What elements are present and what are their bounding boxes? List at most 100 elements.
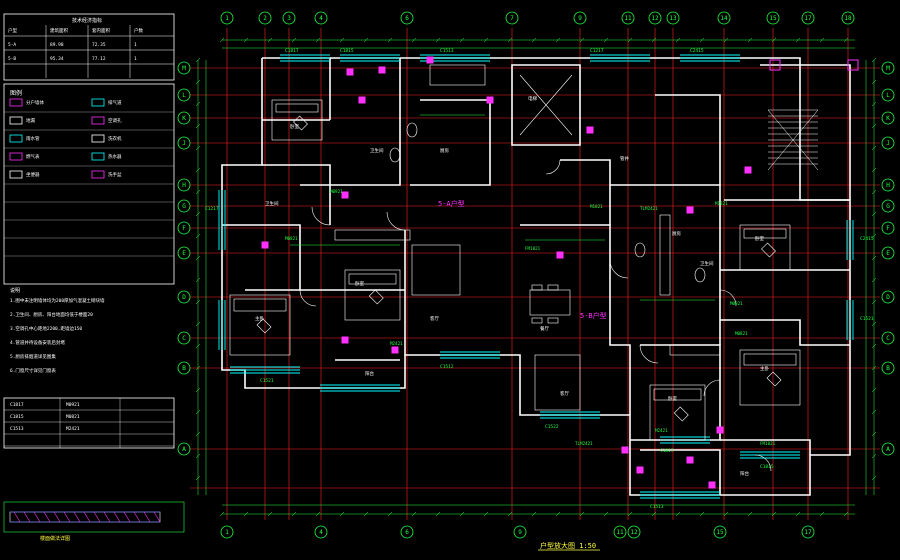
axis-bubble-right (881, 246, 895, 260)
table-cell: 建筑面积 (50, 27, 68, 34)
axis-label-top: 1 (225, 15, 229, 22)
axis-label-right: D (886, 294, 890, 301)
axis-label-top: 13 (669, 15, 677, 22)
axis-bubble-right (881, 290, 895, 304)
axis-label-right: L (886, 92, 890, 99)
pillow (743, 353, 797, 366)
dim-tick (871, 145, 877, 151)
dim-tick (291, 37, 297, 43)
dim-tick (531, 37, 537, 43)
axis-bubble-left (177, 88, 191, 102)
wall-segment (520, 224, 631, 415)
dim-tick (871, 321, 877, 327)
walls (221, 57, 851, 496)
sofa (334, 229, 411, 241)
axis-label-top: 12 (651, 15, 659, 22)
legend-symbol (91, 170, 105, 179)
axis-label-right: B (886, 365, 890, 372)
equipment-marker (378, 66, 386, 74)
table-cell: 户数 (134, 27, 143, 34)
dim-tick (483, 511, 489, 517)
axis-bubble-top (282, 11, 296, 25)
axis-label-left: H (182, 182, 186, 189)
equipment-marker (716, 426, 724, 434)
dim-tick (747, 511, 753, 517)
door-tag: FM1021 (525, 246, 541, 251)
dining-table (529, 289, 571, 316)
dim-tick (507, 37, 513, 43)
detail-hatch-line (63, 511, 71, 523)
axis-bubble-top (400, 11, 414, 25)
sofa (534, 354, 581, 411)
axis-bubble-left (177, 111, 191, 125)
window-tag: C1513 (650, 504, 664, 510)
window-tag: C1217 (590, 48, 604, 54)
table-cell: 89.98 (50, 42, 64, 48)
legend-item-label: 空调孔 (108, 117, 122, 124)
equipment-marker (341, 191, 349, 199)
door-tag: TLM2421 (575, 441, 593, 446)
window-tag: C2415 (690, 48, 704, 54)
axis-label-top: 6 (405, 15, 409, 22)
furniture (229, 64, 801, 472)
axis-label-left: E (182, 250, 186, 257)
legend-item-label: 洗手盆 (108, 171, 122, 178)
dim-tick (651, 37, 657, 43)
axis-bubble-right (881, 221, 895, 235)
axis-label-left: K (182, 115, 186, 122)
window-tag: C1521 (860, 316, 874, 322)
wall-segment (410, 99, 491, 186)
detail-hatch-line (133, 511, 141, 523)
axis-label-left: J (182, 140, 186, 147)
dim-tick (195, 365, 201, 371)
dim-tick (579, 511, 585, 517)
axis-bubble-right (881, 442, 895, 456)
axis-label-bottom: 1 (225, 529, 229, 536)
note-line: 4.管道井待设备安装后封堵 (10, 339, 65, 346)
dim-tick (795, 511, 801, 517)
window-tag: C1512 (440, 364, 454, 370)
legend-symbol (9, 152, 23, 161)
legend-symbol (9, 98, 23, 107)
axis-bubble-top (621, 11, 635, 25)
room-label: 客厅 (430, 315, 439, 322)
bed (739, 349, 801, 406)
table-cell: 5-B (8, 56, 16, 62)
dim-tick (603, 37, 609, 43)
room-label: 客厅 (560, 390, 569, 397)
bed-mark (256, 318, 272, 334)
dim-tick (627, 511, 633, 517)
dim-tick (459, 37, 465, 43)
axis-bubble-right (881, 88, 895, 102)
dim-tick (843, 511, 849, 517)
legend-item-label: 洗衣机 (108, 135, 122, 142)
note-line: 2.卫生间、厨房、阳台地面均低于楼面20 (10, 311, 93, 318)
kitchen-counter (429, 64, 486, 86)
dim-tick (339, 37, 345, 43)
pillow (348, 273, 397, 285)
dim-tick (747, 37, 753, 43)
wall-segment (655, 94, 721, 185)
equipment-marker (621, 446, 629, 454)
toilet-fixture (389, 147, 401, 163)
room-label: 主卧 (760, 365, 769, 372)
axis-bubble-right (881, 61, 895, 75)
stair-cross (767, 109, 819, 171)
door-tag: M2421 (390, 341, 403, 346)
notes-block: 说明 1.图中未注明墙体均为200厚加气混凝土砌块墙2.卫生间、厨房、阳台地面均… (10, 287, 105, 374)
legend-item-label: 地漏 (26, 117, 35, 124)
legend-item-label: 热水器 (108, 153, 122, 160)
wall-segment (300, 58, 401, 186)
door-tag: M0921 (730, 301, 743, 306)
dim-tick (195, 57, 201, 63)
dim-tick (267, 37, 273, 43)
bed (229, 294, 291, 356)
detail-hatch-line (123, 511, 131, 523)
dim-tick (555, 511, 561, 517)
axis-bubble-right (881, 331, 895, 345)
unit-label-a: 5-A户型 (438, 199, 465, 208)
dim-tick (603, 511, 609, 517)
wall-segment (221, 57, 851, 496)
